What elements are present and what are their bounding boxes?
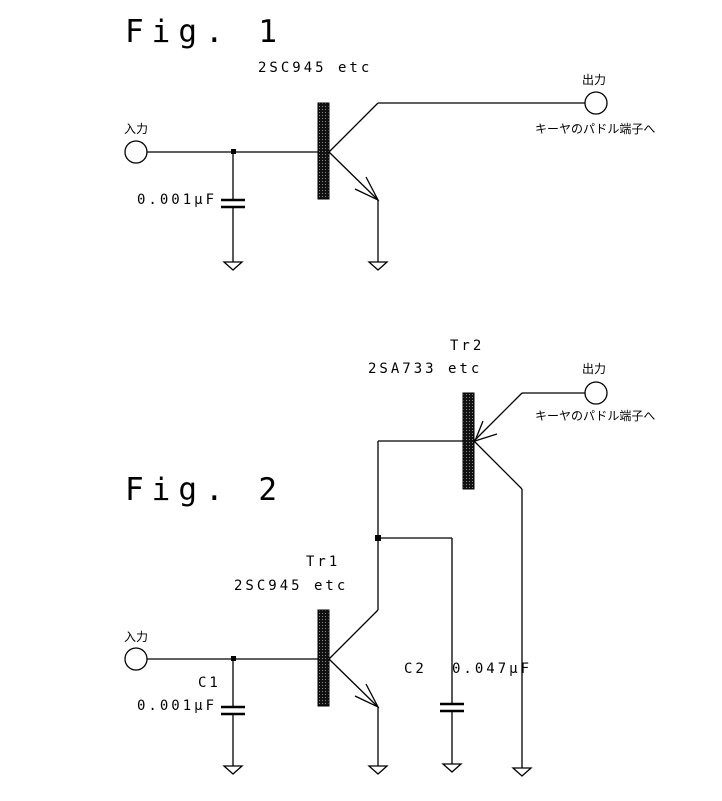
- fig2-tr2-base-bar: [462, 392, 475, 490]
- fig2-c2-value: 0.047μF: [452, 661, 532, 677]
- fig2-ground-c2: [441, 763, 463, 773]
- fig2-title: Fig. 2: [125, 472, 285, 508]
- fig2-tr2-emitter-arrow: [473, 420, 498, 443]
- fig1-output-label: 出力: [582, 73, 606, 87]
- fig1-transistor-label: 2SC945 etc: [258, 60, 372, 76]
- fig2-c1-junction-dot: [231, 656, 236, 661]
- fig2-c2-name: C2: [404, 661, 427, 677]
- fig2-tr2-name: Tr2: [450, 338, 484, 354]
- fig1-junction-dot: [231, 149, 236, 154]
- fig2-tr1-part: 2SC945 etc: [234, 578, 348, 594]
- fig2-c1-name: C1: [198, 675, 221, 691]
- fig1-output-terminal: [584, 91, 608, 115]
- fig2-tr2-part: 2SA733 etc: [368, 361, 482, 377]
- fig1-input-terminal: [124, 140, 148, 164]
- fig2-tr1-name: Tr1: [306, 554, 340, 570]
- fig2-tr1-collector-lead: [328, 609, 379, 660]
- fig1-collector-lead: [328, 102, 379, 153]
- fig2-output-note: キーヤのパドル端子へ: [535, 409, 655, 423]
- fig2-tr1-base-bar: [317, 609, 330, 707]
- fig2-ground-c1: [222, 765, 244, 775]
- fig1-capacitor-label: 0.001μF: [137, 192, 217, 208]
- fig1-ground-emitter: [367, 261, 389, 271]
- fig1-ground-cap: [222, 261, 244, 271]
- fig2-tr1-emitter-lead: [328, 658, 379, 708]
- fig2-input-label: 入力: [124, 630, 148, 644]
- fig2-input-terminal: [124, 647, 148, 671]
- fig1-output-note: キーヤのパドル端子へ: [535, 122, 655, 136]
- fig1-emitter-lead: [328, 151, 379, 201]
- fig2-ground-tr2: [511, 767, 533, 777]
- fig2-tr2-emitter-lead: [473, 392, 523, 442]
- fig2-output-label: 出力: [582, 362, 606, 376]
- fig1-title: Fig. 1: [125, 14, 285, 50]
- fig1-transistor-base-bar: [317, 102, 330, 200]
- fig1-input-label: 入力: [124, 122, 148, 136]
- fig2-ground-tr1: [367, 765, 389, 775]
- fig2-output-terminal: [584, 381, 608, 405]
- fig2-c1-value: 0.001μF: [137, 698, 217, 714]
- fig2-tr2-collector-lead: [473, 440, 523, 490]
